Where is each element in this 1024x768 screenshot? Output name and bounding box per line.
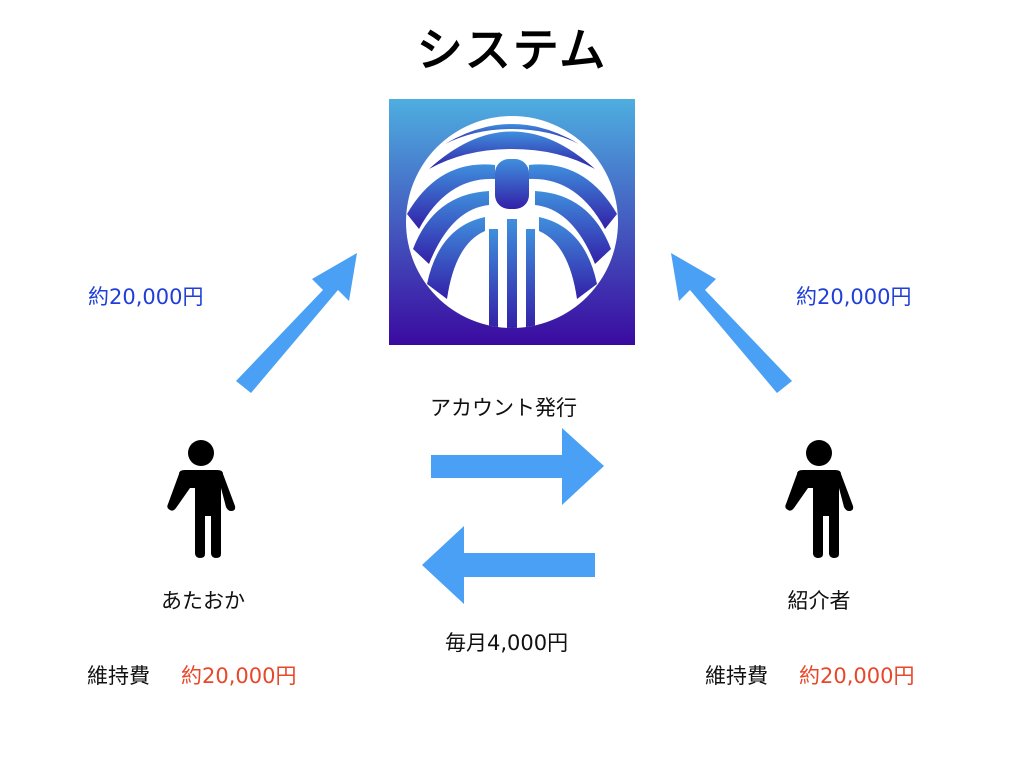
right-user-name: 紹介者 <box>787 589 851 613</box>
right-person-icon <box>783 440 855 562</box>
left-fee-value: 約20,000円 <box>181 664 297 688</box>
monthly-fee-label: 毎月4,000円 <box>445 631 569 655</box>
right-payment-arrow <box>671 253 792 393</box>
right-fee-label: 維持費 <box>705 664 768 688</box>
left-person-icon <box>165 440 237 562</box>
left-payment-label: 約20,000円 <box>88 285 204 309</box>
right-payment-label: 約20,000円 <box>796 285 912 309</box>
monthly-fee-arrow <box>422 526 595 604</box>
left-payment-arrow <box>236 253 357 393</box>
page-title: システム <box>416 23 608 77</box>
left-fee-label: 維持費 <box>87 664 150 688</box>
right-fee-value: 約20,000円 <box>799 664 915 688</box>
left-user-name: あたおか <box>161 589 245 613</box>
account-issue-label: アカウント発行 <box>430 396 577 420</box>
account-issue-arrow <box>431 428 604 505</box>
system-logo-icon <box>389 99 635 345</box>
